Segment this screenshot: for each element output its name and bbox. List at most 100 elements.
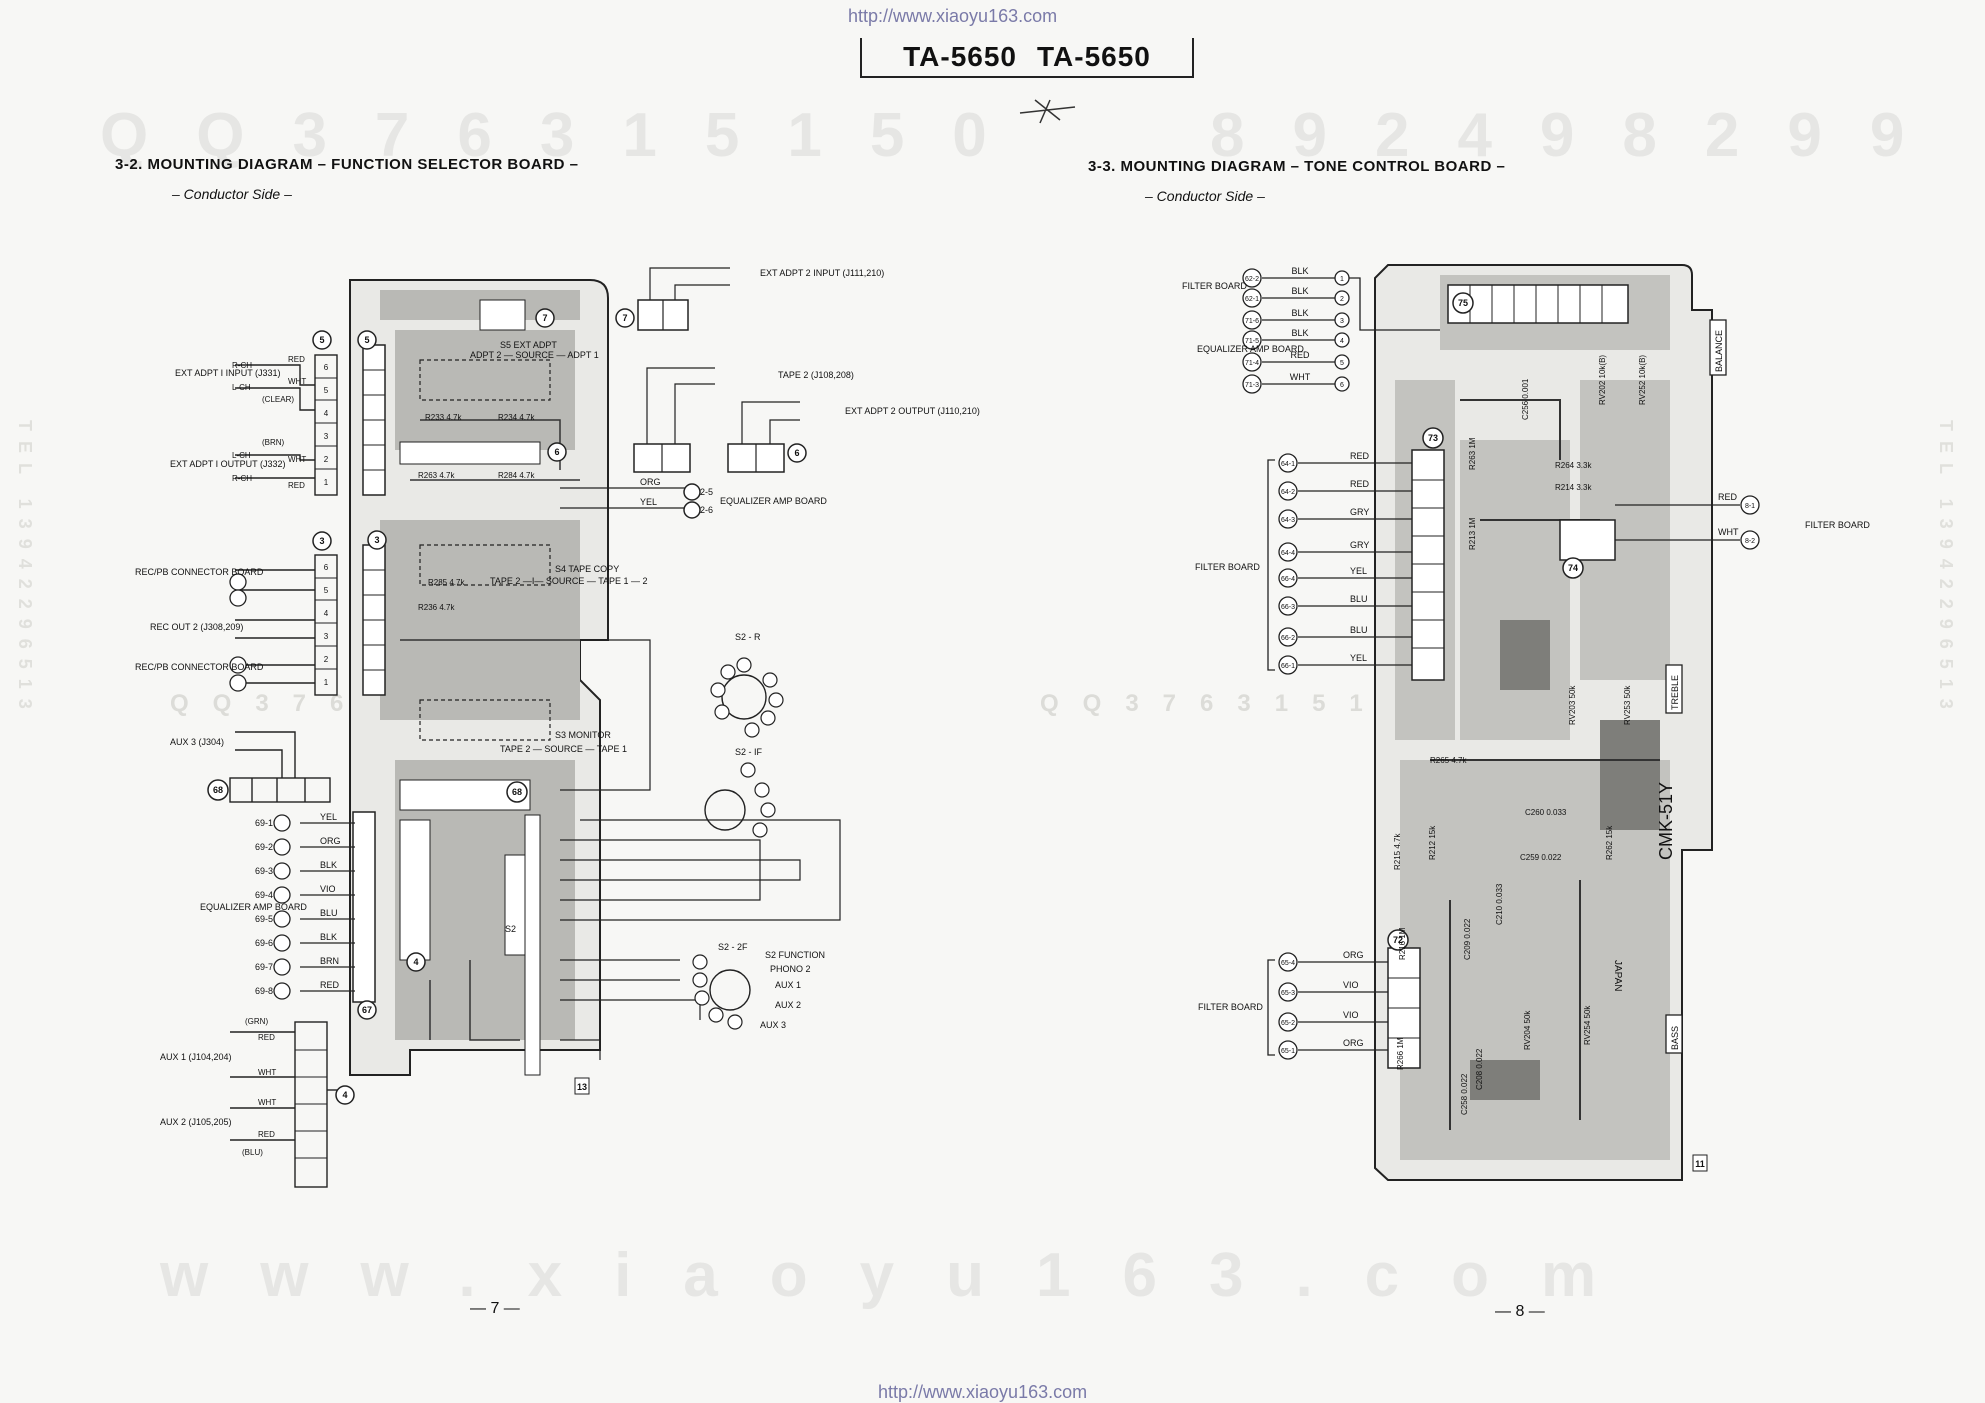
- scribble-mark: [1019, 99, 1076, 124]
- s3-seq: TAPE 2 — SOURCE — TAPE 1: [500, 744, 627, 754]
- comp-r213: R213 1M: [1468, 517, 1477, 550]
- circle-6b: 6: [554, 447, 559, 457]
- eq-color-2: ORG: [320, 836, 341, 846]
- filter-top-label: FILTER BOARD: [1182, 281, 1247, 291]
- circle-75: 75: [1458, 298, 1468, 308]
- rec-out2-label: REC OUT 2 (J308,209): [150, 622, 243, 632]
- wire-lch-2: L-CH: [232, 451, 251, 460]
- resistor-r233: R233 4.7k: [425, 413, 462, 422]
- right-section-subtitle: – Conductor Side –: [1145, 188, 1265, 204]
- watermark-site: www.xiaoyu163.com: [160, 1241, 1649, 1310]
- top-color-1: BLK: [1291, 266, 1308, 276]
- watermark-digits-left: QQ376315150: [100, 101, 1035, 170]
- comp-c258: C258 0.022: [1460, 1073, 1469, 1115]
- pin-8-2: 8-2: [1745, 538, 1755, 545]
- balance-label: BALANCE: [1714, 330, 1724, 372]
- comp-r262: R262 15k: [1605, 825, 1614, 860]
- pin-65-3: 65-3: [1281, 990, 1295, 997]
- circle-74: 74: [1568, 563, 1578, 573]
- tone-control-diagram: FILTER BOARD EQUALIZER AMP BOARD FILTER …: [1182, 264, 1870, 1181]
- eq-wire-1-pin: 2-5: [700, 487, 713, 497]
- circle-72: 72: [1393, 935, 1403, 945]
- pin-65-2: 65-2: [1281, 1020, 1295, 1027]
- eq-wire-2-pin: 2-6: [700, 505, 713, 515]
- equalizer-amp-label: EQUALIZER AMP BOARD: [200, 902, 307, 912]
- s5-seq: ADPT 2 — SOURCE — ADPT 1: [470, 350, 599, 360]
- ext-adpt2-input-label: EXT ADPT 2 INPUT (J111,210): [760, 268, 884, 278]
- comp-c260: C260 0.033: [1525, 808, 1567, 817]
- mid-color-5: YEL: [1350, 566, 1367, 576]
- bot-color-4: ORG: [1343, 1038, 1364, 1048]
- pin-64-2: 64-2: [1281, 489, 1295, 496]
- function-selector-diagram: EXT ADPT I INPUT (J331) EXT ADPT I OUTPU…: [135, 267, 980, 1188]
- color-wht-1: WHT: [288, 377, 306, 386]
- resistor-r234: R234 4.7k: [498, 413, 535, 422]
- left-section-subtitle: – Conductor Side –: [172, 186, 292, 202]
- s2-mode-3: AUX 2: [775, 1000, 801, 1010]
- eq-color-3: BLK: [320, 860, 337, 870]
- comp-r216: R216 1M: [1398, 927, 1407, 960]
- s2-board-label: S2: [505, 924, 516, 934]
- comp-r215: R215 4.7k: [1393, 833, 1402, 870]
- conn-num-2: 2: [324, 455, 329, 464]
- bottom-url[interactable]: http://www.xiaoyu163.com: [878, 1382, 1088, 1402]
- right-color-2: WHT: [1718, 527, 1739, 537]
- pin-66-4: 66-4: [1281, 576, 1295, 583]
- comp-c209: C209 0.022: [1463, 918, 1472, 960]
- wire-rch-2: R-CH: [232, 474, 252, 483]
- color-aux2-red: RED: [258, 1130, 275, 1139]
- eq-pin-4: 69-4: [255, 890, 273, 900]
- comp-rv204: RV204 50k: [1523, 1010, 1532, 1050]
- wire-lch-1: L-CH: [232, 383, 251, 392]
- circle-5b: 5: [364, 335, 369, 345]
- eq-amp-right-label: EQUALIZER AMP BOARD: [720, 496, 827, 506]
- filter-mid-label: FILTER BOARD: [1195, 562, 1260, 572]
- mid-color-2: RED: [1350, 479, 1370, 489]
- color-aux2-wht: WHT: [258, 1098, 276, 1107]
- ext-adpt2-output-label: EXT ADPT 2 OUTPUT (J110,210): [845, 406, 980, 416]
- resistor-r285: R285 4.7k: [428, 578, 465, 587]
- filter-bottom-label: FILTER BOARD: [1198, 1002, 1263, 1012]
- mid-color-1: RED: [1350, 451, 1370, 461]
- top-color-5: RED: [1290, 350, 1310, 360]
- circle-67: 67: [362, 1005, 372, 1015]
- top-url[interactable]: http://www.xiaoyu163.com: [848, 6, 1058, 26]
- eq-pin-8: 69-8: [255, 986, 273, 996]
- bot-color-1: ORG: [1343, 950, 1364, 960]
- eq-pin-7: 69-7: [255, 962, 273, 972]
- aux3-label: AUX 3 (J304): [170, 737, 224, 747]
- mid-color-3: GRY: [1350, 507, 1369, 517]
- circle-68b: 68: [512, 787, 522, 797]
- right-color-1: RED: [1718, 492, 1738, 502]
- watermark-vertical-left: TEL 13942296513: [15, 420, 35, 719]
- top-n-5: 5: [1340, 360, 1344, 367]
- recpb-connector-label-2: REC/PB CONNECTOR BOARD: [135, 662, 264, 672]
- s5-label: S5 EXT ADPT: [500, 340, 557, 350]
- top-color-6: WHT: [1290, 372, 1311, 382]
- top-n-2: 2: [1340, 296, 1344, 303]
- circle-7b: 7: [622, 313, 627, 323]
- conn-num-1b: 1: [324, 678, 329, 687]
- bass-label: BASS: [1670, 1026, 1680, 1050]
- comp-r212: R212 15k: [1428, 825, 1437, 860]
- circle-68a: 68: [213, 785, 223, 795]
- pin-66-2: 66-2: [1281, 635, 1295, 642]
- conn-num-5: 5: [324, 386, 329, 395]
- ext-adpt1-output-label: EXT ADPT I OUTPUT (J332): [170, 459, 286, 469]
- top-n-6: 6: [1340, 382, 1344, 389]
- ext-adpt1-input-label: EXT ADPT I INPUT (J331): [175, 368, 281, 378]
- treble-label: TREBLE: [1670, 675, 1680, 710]
- conn-num-3b: 3: [324, 632, 329, 641]
- eq-pin-5: 69-5: [255, 914, 273, 924]
- comp-r264: R264 3.3k: [1555, 461, 1592, 470]
- s4-label: S4 TAPE COPY: [555, 564, 619, 574]
- left-section-title: 3-2. MOUNTING DIAGRAM – FUNCTION SELECTO…: [115, 156, 579, 173]
- pin-62-1: 62-1: [1245, 296, 1259, 303]
- mid-color-6: BLU: [1350, 594, 1368, 604]
- right-page-number: — 8 —: [1495, 1303, 1545, 1320]
- circle-3a: 3: [319, 536, 324, 546]
- comp-r263: R263 1M: [1468, 437, 1477, 470]
- resistor-r263: R263 4.7k: [418, 471, 455, 480]
- model-right: TA-5650: [1037, 41, 1151, 72]
- comp-rv254: RV254 50k: [1583, 1005, 1592, 1045]
